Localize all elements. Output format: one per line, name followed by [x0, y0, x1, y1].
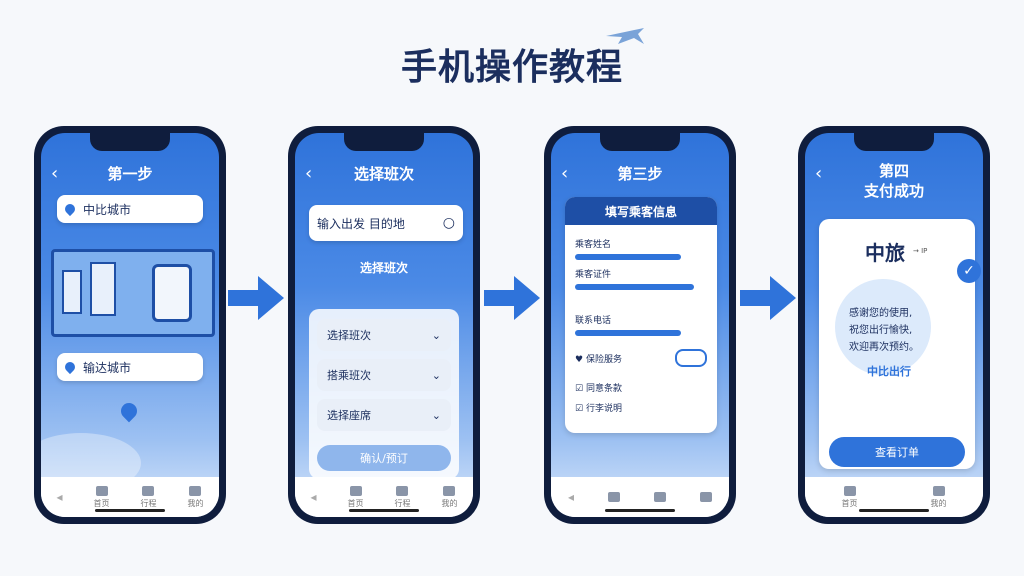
- profile-icon: [932, 485, 945, 496]
- phone-step-1: ‹ 第一步 中比城市 输达城市 ◂ 首页 行程 我的: [34, 126, 226, 524]
- luggage-checkbox[interactable]: ☑ 行李说明: [575, 404, 622, 414]
- phone-step-3: ‹ 第三步 填写乘客信息 乘客姓名 乘客证件 联系电话 ♥ 保险服务 ☑ 同意条…: [544, 126, 736, 524]
- search-icon[interactable]: ○: [442, 215, 455, 231]
- back-arrow-icon[interactable]: ◂: [56, 490, 63, 504]
- profile-icon: [189, 485, 202, 496]
- tab-trips[interactable]: 行程: [140, 485, 156, 509]
- brand-name: 中旅: [865, 241, 905, 265]
- to-city-field[interactable]: 输达城市: [57, 353, 203, 381]
- location-pin-icon: [62, 359, 78, 375]
- trips-icon: [142, 485, 155, 496]
- profile-icon: [443, 485, 456, 496]
- trips-icon: [396, 485, 409, 496]
- option-board-trip[interactable]: 搭乘班次⌄: [317, 359, 451, 391]
- from-city-field[interactable]: 中比城市: [57, 195, 203, 223]
- tab-home[interactable]: 首页: [94, 485, 110, 509]
- insurance-toggle-row[interactable]: ♥ 保险服务: [575, 349, 707, 367]
- phone-step-4: ‹ 第四 支付成功 中旅 → IP 感谢您的使用, 祝您出行愉快, 欢迎再次预约…: [798, 126, 990, 524]
- home-icon: [95, 485, 108, 496]
- tab-trips[interactable]: [653, 492, 666, 502]
- success-message: 感谢您的使用, 祝您出行愉快, 欢迎再次预约。: [849, 308, 919, 353]
- home-icon: [608, 492, 620, 502]
- location-pin-icon: [62, 201, 78, 217]
- chevron-down-icon: ⌄: [431, 408, 441, 422]
- profile-icon: [699, 492, 712, 502]
- search-input[interactable]: 输入出发 目的地 ○: [309, 205, 463, 241]
- tab-home[interactable]: 首页: [348, 485, 364, 509]
- back-icon[interactable]: ‹: [305, 163, 313, 184]
- home-icon: [843, 485, 856, 496]
- from-city-label: 中比城市: [83, 202, 132, 217]
- screen-title: 第三步: [617, 165, 663, 183]
- tab-profile[interactable]: 我的: [187, 485, 203, 509]
- page-title: 手机操作教程: [400, 47, 623, 88]
- brand-line: 中比出行: [867, 365, 911, 378]
- field-phone[interactable]: 联系电话: [575, 313, 707, 336]
- field-id[interactable]: 乘客证件: [575, 267, 707, 290]
- chevron-down-icon: ⌄: [431, 368, 441, 382]
- map-pin-icon: [117, 399, 141, 423]
- back-icon[interactable]: ‹: [51, 163, 59, 184]
- search-text: 输入出发 目的地: [317, 216, 405, 231]
- success-card: 中旅 → IP 感谢您的使用, 祝您出行愉快, 欢迎再次预约。 中比出行 ✓ 查…: [819, 219, 981, 469]
- form-header: 填写乘客信息: [565, 197, 717, 225]
- to-city-label: 输达城市: [83, 360, 132, 375]
- option-select-seat[interactable]: 选择座席⌄: [317, 399, 451, 431]
- tab-home[interactable]: 首页: [842, 485, 858, 509]
- view-order-button[interactable]: 查看订单: [829, 437, 965, 467]
- brand-suffix: → IP: [913, 247, 928, 255]
- field-name[interactable]: 乘客姓名: [575, 237, 707, 260]
- tab-profile[interactable]: 我的: [441, 485, 457, 509]
- section-subtitle: 选择班次: [359, 261, 408, 275]
- screen-title: 选择班次: [353, 165, 414, 183]
- screen-title: 第一步: [107, 165, 153, 183]
- back-icon[interactable]: ‹: [815, 163, 823, 184]
- toggle-switch[interactable]: [675, 349, 707, 367]
- passenger-form: 填写乘客信息 乘客姓名 乘客证件 联系电话 ♥ 保险服务 ☑ 同意条款 ☑ 行李…: [565, 197, 717, 433]
- trips-icon: [653, 492, 666, 502]
- options-panel: 选择班次⌄ 搭乘班次⌄ 选择座席⌄ 确认/预订: [309, 309, 459, 479]
- screen-title: 第四 支付成功: [863, 162, 924, 200]
- phone-step-2: ‹ 选择班次 输入出发 目的地 ○ 选择班次 选择班次⌄ 搭乘班次⌄ 选择座席⌄…: [288, 126, 480, 524]
- home-icon: [349, 485, 362, 496]
- tab-trips[interactable]: 行程: [394, 485, 410, 509]
- back-arrow-icon[interactable]: ◂: [567, 490, 575, 504]
- option-select-trip[interactable]: 选择班次⌄: [317, 319, 451, 351]
- message-circle: [835, 279, 931, 375]
- tab-profile[interactable]: [699, 492, 712, 502]
- tab-home[interactable]: [608, 492, 620, 502]
- check-icon: ✓: [957, 259, 981, 283]
- chevron-down-icon: ⌄: [431, 328, 441, 342]
- back-arrow-icon[interactable]: ◂: [310, 490, 317, 504]
- tab-profile[interactable]: 我的: [931, 485, 947, 509]
- station-illustration: [51, 249, 215, 337]
- terms-checkbox[interactable]: ☑ 同意条款: [575, 384, 622, 394]
- airplane-icon: [606, 28, 644, 44]
- confirm-button[interactable]: 确认/预订: [317, 445, 451, 471]
- back-icon[interactable]: ‹: [561, 163, 569, 184]
